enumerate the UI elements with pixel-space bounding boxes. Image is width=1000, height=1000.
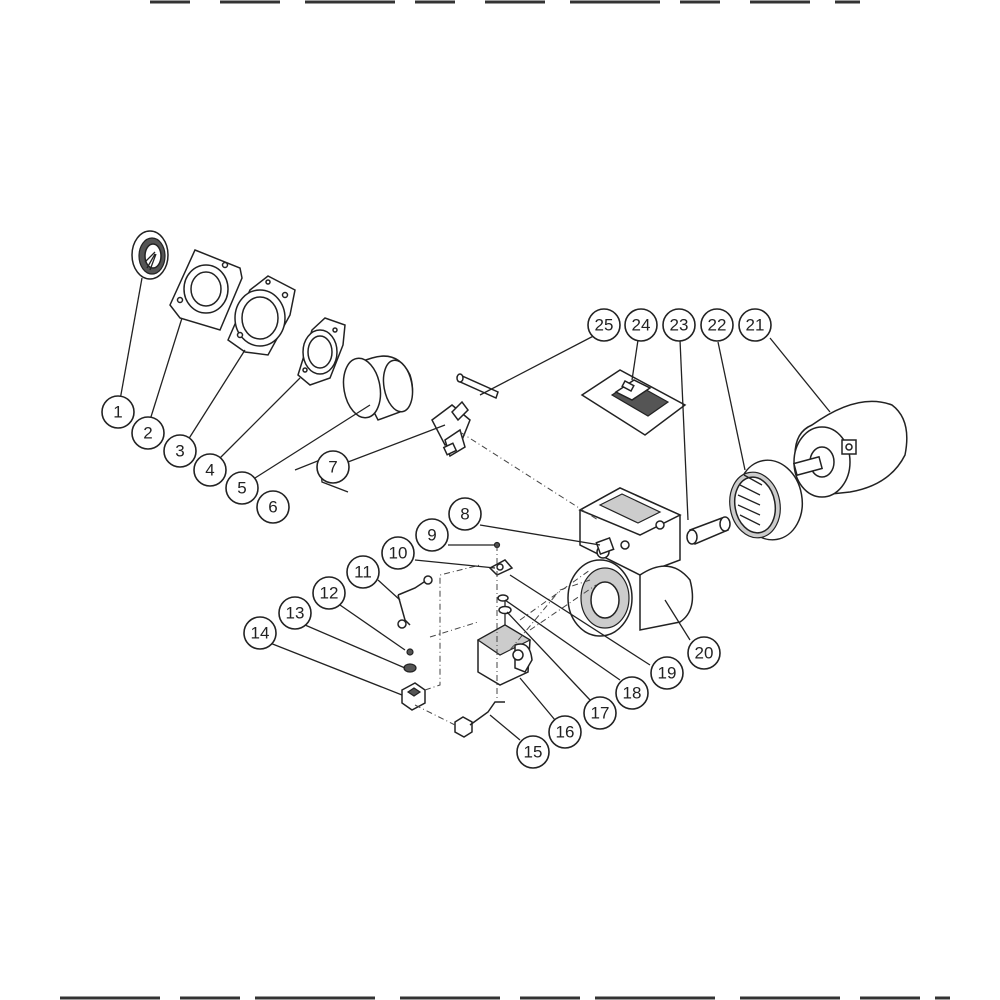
svg-text:11: 11 bbox=[354, 563, 372, 582]
part-2-flange-plate bbox=[169, 249, 243, 331]
svg-text:13: 13 bbox=[286, 604, 305, 623]
part-13-washer bbox=[403, 663, 417, 673]
callout-19: 19 bbox=[650, 656, 684, 690]
svg-text:9: 9 bbox=[427, 526, 436, 545]
svg-text:17: 17 bbox=[591, 704, 610, 723]
svg-text:3: 3 bbox=[175, 442, 184, 461]
svg-text:1: 1 bbox=[113, 403, 122, 422]
callout-22: 22 bbox=[700, 308, 734, 342]
part-10-washer bbox=[488, 559, 514, 576]
callout-17: 17 bbox=[583, 696, 617, 730]
callout-9: 9 bbox=[415, 518, 449, 552]
svg-text:6: 6 bbox=[268, 498, 277, 517]
svg-text:23: 23 bbox=[670, 316, 689, 335]
part-7-electrode-assembly bbox=[431, 400, 471, 458]
svg-text:12: 12 bbox=[320, 584, 339, 603]
part-12-nut bbox=[406, 648, 414, 656]
part-15-valve-connector bbox=[454, 701, 505, 738]
callout-25: 25 bbox=[587, 308, 621, 342]
svg-text:5: 5 bbox=[237, 479, 246, 498]
svg-text:2: 2 bbox=[143, 424, 152, 443]
part-3-flange-gasket bbox=[227, 275, 296, 356]
callout-6: 6 bbox=[256, 490, 290, 524]
callout-4: 4 bbox=[193, 453, 227, 487]
callout-11: 11 bbox=[346, 555, 380, 589]
callout-14: 14 bbox=[243, 616, 277, 650]
svg-text:21: 21 bbox=[746, 316, 765, 335]
part-18-filter bbox=[497, 594, 509, 602]
svg-text:4: 4 bbox=[205, 461, 214, 480]
callout-1: 1 bbox=[101, 395, 135, 429]
svg-text:24: 24 bbox=[632, 316, 651, 335]
svg-text:8: 8 bbox=[460, 505, 469, 524]
callout-8: 8 bbox=[448, 497, 482, 531]
part-21-motor bbox=[792, 400, 908, 498]
part-14-solenoid-coil bbox=[401, 682, 426, 711]
part-19-seal bbox=[498, 605, 512, 615]
svg-text:16: 16 bbox=[556, 723, 575, 742]
svg-text:22: 22 bbox=[708, 316, 727, 335]
svg-text:7: 7 bbox=[328, 458, 337, 477]
svg-text:19: 19 bbox=[658, 664, 677, 683]
callout-16: 16 bbox=[548, 715, 582, 749]
callout-15: 15 bbox=[516, 735, 550, 769]
part-5-blast-tube bbox=[342, 355, 414, 421]
svg-text:14: 14 bbox=[251, 624, 270, 643]
part-20-burner-housing bbox=[567, 487, 694, 637]
callout-13: 13 bbox=[278, 596, 312, 630]
svg-text:18: 18 bbox=[623, 684, 642, 703]
cropped-page-edges bbox=[60, 0, 950, 1000]
callout-18: 18 bbox=[615, 676, 649, 710]
svg-text:20: 20 bbox=[695, 644, 714, 663]
part-4-small-gasket bbox=[297, 317, 346, 386]
callout-24: 24 bbox=[624, 308, 658, 342]
callout-23: 23 bbox=[662, 308, 696, 342]
part-24-control-box bbox=[580, 369, 687, 436]
assembly-centerlines bbox=[414, 431, 599, 726]
part-16-oil-pump bbox=[476, 624, 533, 686]
callout-7: 7 bbox=[316, 450, 350, 484]
callout-10: 10 bbox=[381, 536, 415, 570]
callout-2: 2 bbox=[131, 416, 165, 450]
callout-21: 21 bbox=[738, 308, 772, 342]
svg-text:10: 10 bbox=[389, 544, 408, 563]
part-1-turbulator-disc bbox=[131, 230, 169, 280]
callout-20: 20 bbox=[687, 636, 721, 670]
part-22-fan-wheel bbox=[729, 459, 804, 541]
part-8-fitting bbox=[595, 537, 615, 555]
callout-3: 3 bbox=[163, 434, 197, 468]
svg-text:15: 15 bbox=[524, 743, 543, 762]
callout-12: 12 bbox=[312, 576, 346, 610]
svg-text:25: 25 bbox=[595, 316, 614, 335]
callout-5: 5 bbox=[225, 471, 259, 505]
leader-lines bbox=[119, 277, 831, 741]
part-23-coupling bbox=[686, 516, 731, 546]
part-25-photocell bbox=[456, 373, 499, 400]
part-11-oil-line bbox=[397, 575, 433, 629]
